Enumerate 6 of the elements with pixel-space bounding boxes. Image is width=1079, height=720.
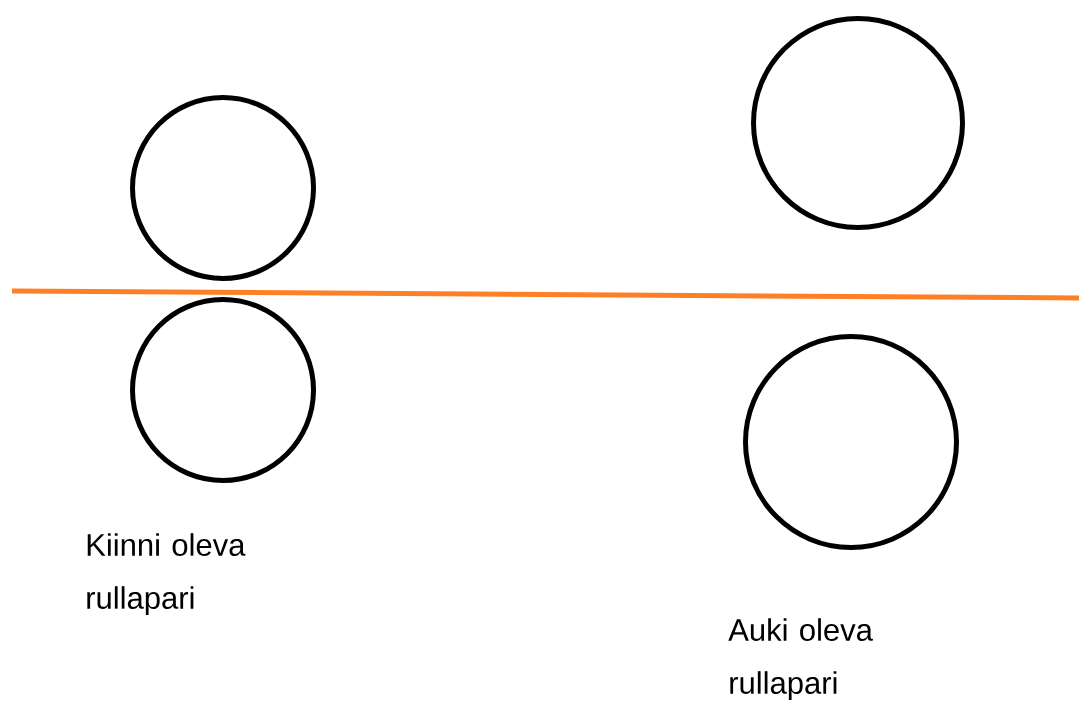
roller-circle [751,16,965,230]
roller-label: Kiinni oleva rullapari [87,533,246,616]
roller-label: Auki oleva rullapari [728,618,873,701]
roller-circle [130,297,316,483]
roller-circle [743,334,959,550]
roller-circle [130,95,316,281]
